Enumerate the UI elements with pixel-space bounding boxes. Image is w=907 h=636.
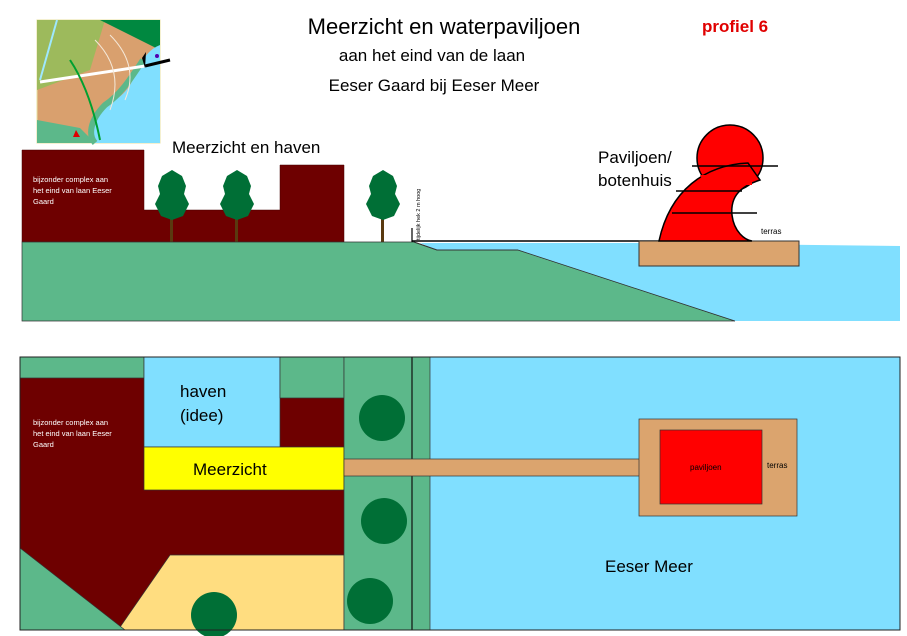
subtitle-2: Eeser Gaard bij Eeser Meer xyxy=(329,76,540,95)
tree-icon xyxy=(220,170,254,242)
page-title: Meerzicht en waterpaviljoen xyxy=(308,14,581,39)
pavilion-plan xyxy=(659,429,763,505)
tree-icon xyxy=(361,498,407,544)
complex-label-plan: bijzonder complex aan het eind van laan … xyxy=(33,418,114,449)
fence-label: tijdelijk hek 2 m hoog xyxy=(416,189,422,240)
location-map-thumbnail xyxy=(36,19,171,145)
tree-icon xyxy=(359,395,405,441)
section-heading: Meerzicht en haven xyxy=(172,138,320,157)
trees-plan xyxy=(191,395,407,636)
tree-icon xyxy=(191,592,237,636)
profile-label: profiel 6 xyxy=(702,17,768,36)
pavilion-label: Paviljoen/ botenhuis xyxy=(598,148,676,190)
terras-label-section: terras xyxy=(761,227,781,236)
jetty xyxy=(343,458,643,477)
tree-icon xyxy=(366,170,400,242)
terras-label-plan: terras xyxy=(767,461,787,470)
haven-label: haven (idee) xyxy=(180,382,231,425)
paviljoen-label: paviljoen xyxy=(690,463,722,472)
plan-view: haven (idee) Meerzicht bijzonder complex… xyxy=(19,356,901,636)
terras-section xyxy=(638,240,800,267)
complex-label-section: bijzonder complex aan het eind van laan … xyxy=(33,175,114,206)
meerzicht-area xyxy=(143,446,345,491)
tree-icon xyxy=(347,578,393,624)
subtitle-1: aan het eind van de laan xyxy=(339,46,525,65)
lake-label: Eeser Meer xyxy=(605,557,693,576)
haven-area xyxy=(143,356,281,448)
pavilion-section xyxy=(658,124,778,242)
tree-icon xyxy=(155,170,189,242)
cross-section: Meerzicht en haven bijzonder complex aan… xyxy=(21,124,900,322)
trees-section xyxy=(155,170,400,242)
meerzicht-label: Meerzicht xyxy=(193,460,267,479)
